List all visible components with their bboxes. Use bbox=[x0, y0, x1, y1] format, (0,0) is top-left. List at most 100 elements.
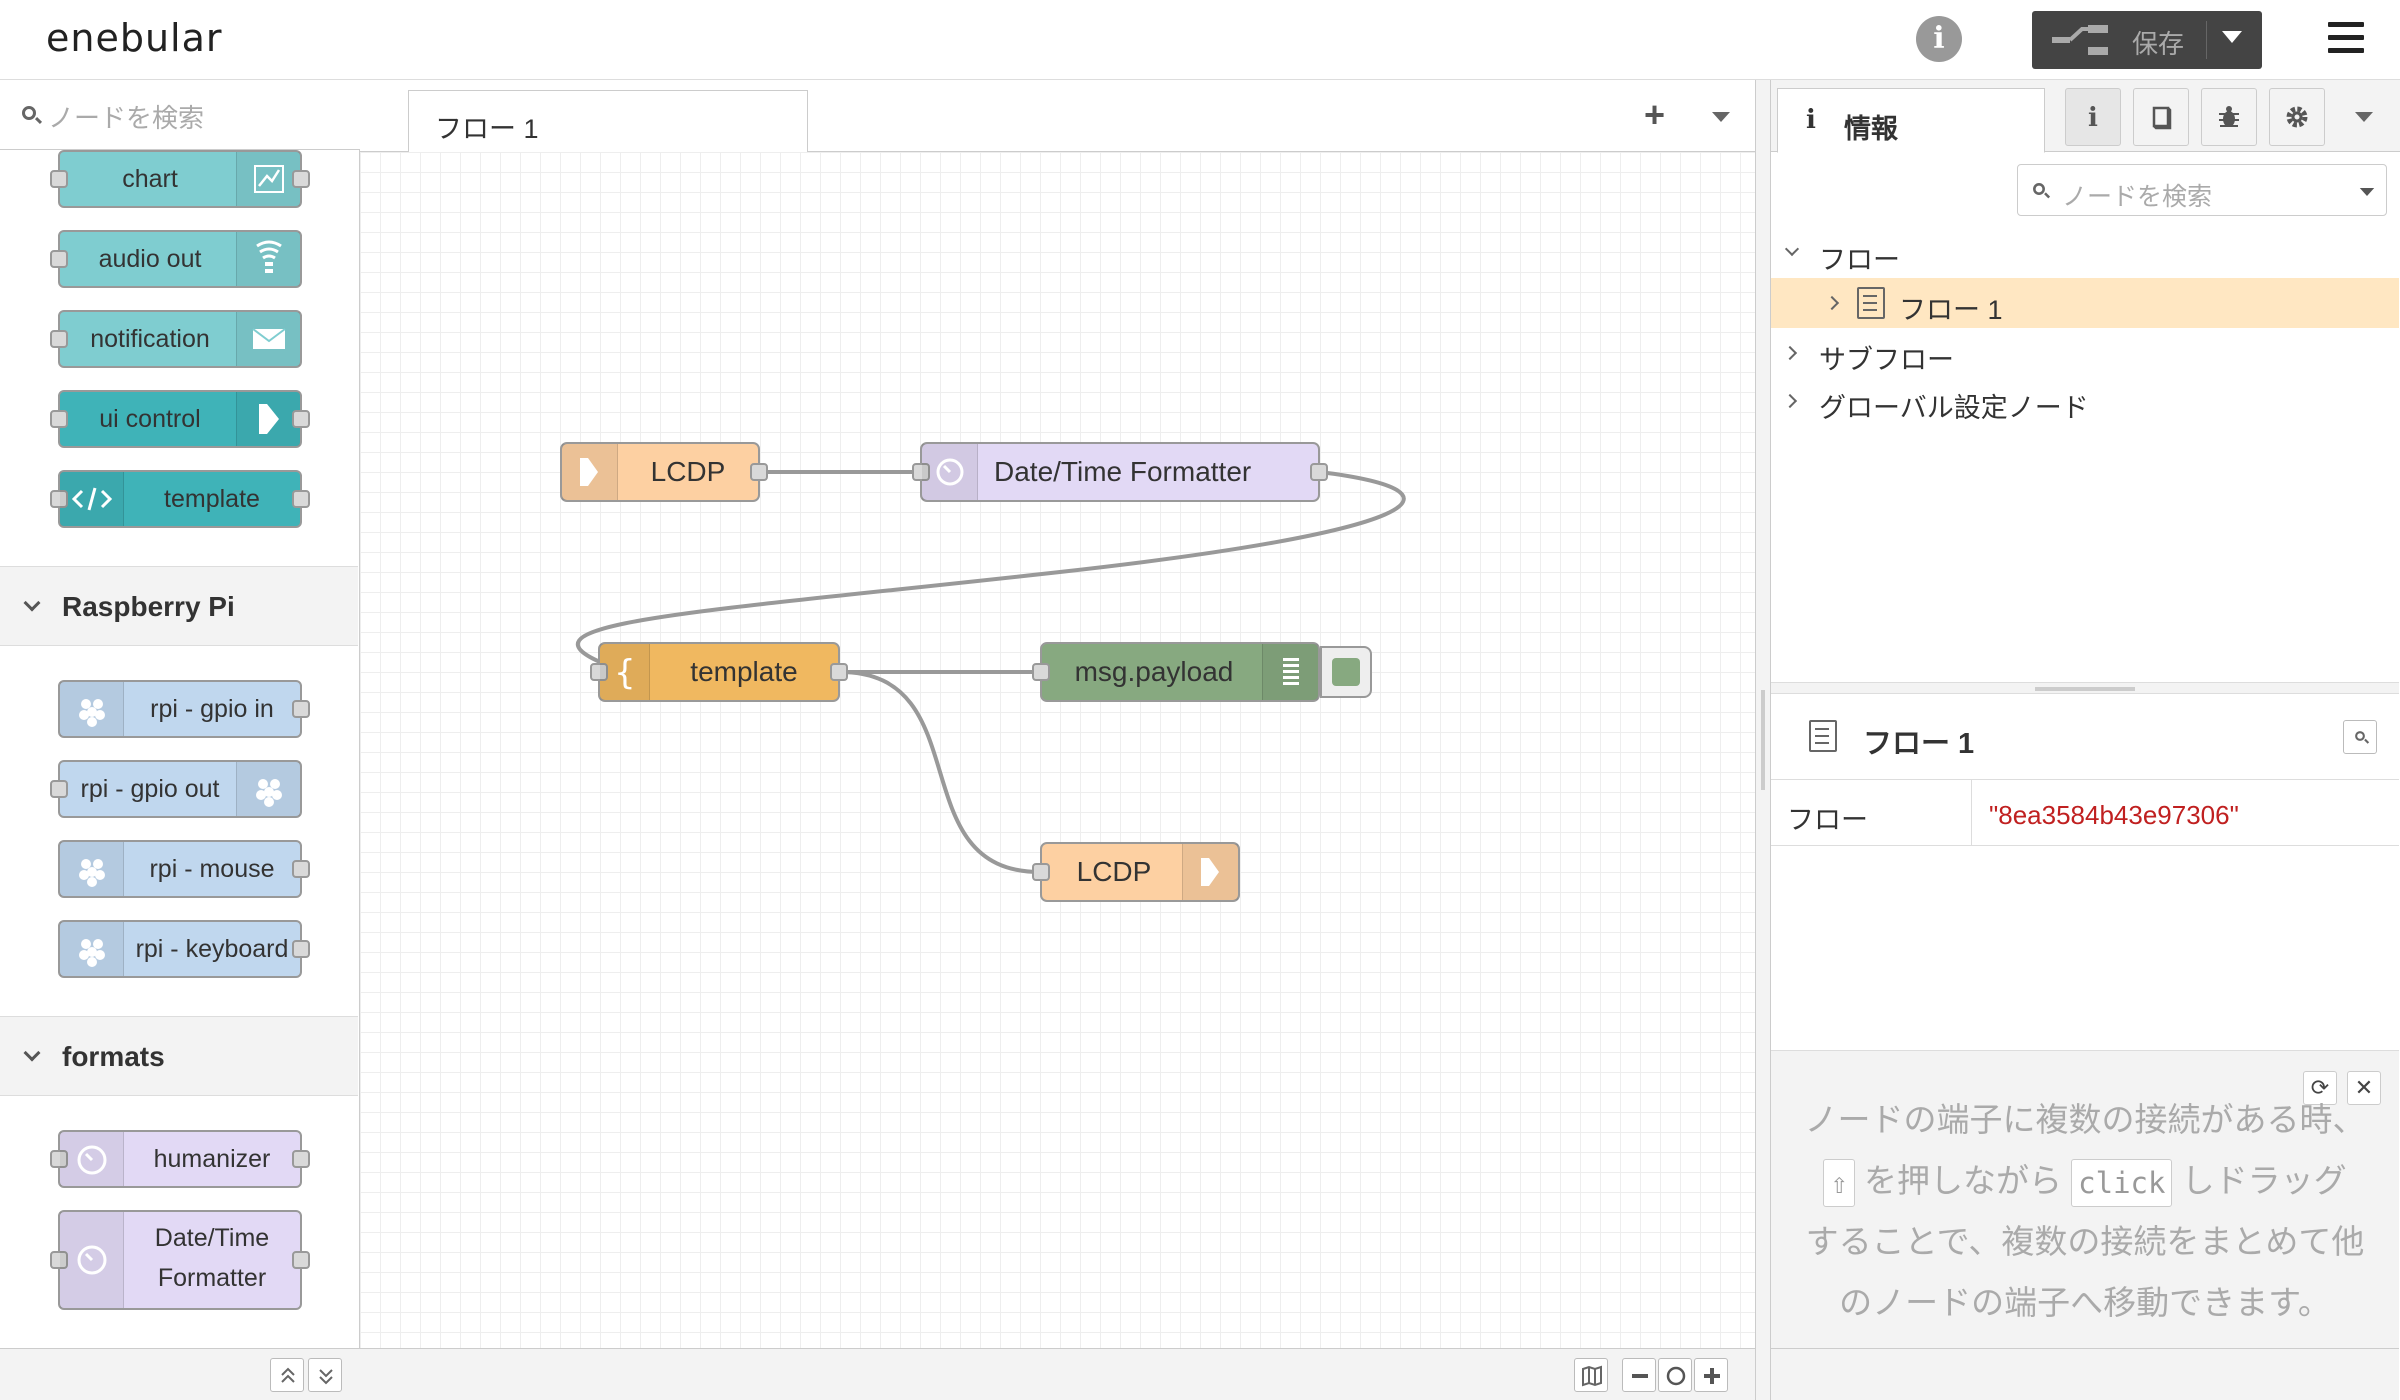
input-port[interactable] bbox=[590, 663, 608, 681]
tab-flow-1[interactable]: フロー 1 bbox=[408, 90, 808, 153]
flow-node-template[interactable]: { template bbox=[590, 642, 848, 702]
chevron-right-icon bbox=[1782, 345, 1798, 361]
tree-item-flows[interactable]: フロー bbox=[1771, 228, 2399, 278]
flow-node-lcdp-in[interactable]: LCDP bbox=[560, 442, 768, 502]
shift-key: ⇧ bbox=[1823, 1159, 1855, 1208]
tree-item-subflows[interactable]: サブフロー bbox=[1771, 328, 2399, 378]
palette-search[interactable]: ノードを検索 bbox=[0, 80, 360, 150]
sidebar-search-input[interactable]: ノードを検索 bbox=[2062, 183, 2213, 211]
zoom-out-icon[interactable] bbox=[1622, 1358, 1656, 1392]
palette-node-rpi-keyboard[interactable]: rpi - keyboard bbox=[58, 920, 310, 978]
tab-menu-icon[interactable] bbox=[1712, 112, 1730, 122]
palette-category-formats[interactable]: formats bbox=[0, 1016, 358, 1096]
map-icon[interactable] bbox=[1574, 1358, 1608, 1392]
search-options-icon[interactable] bbox=[2359, 188, 2375, 196]
flow-node-datetime-formatter[interactable]: Date/Time Formatter bbox=[912, 442, 1328, 502]
chevron-down-icon bbox=[23, 1044, 41, 1062]
output-port[interactable] bbox=[750, 463, 768, 481]
info-icon[interactable]: i bbox=[1916, 16, 1962, 62]
flow-canvas[interactable]: LCDP Date/Time Formatter { template msg.… bbox=[360, 152, 1755, 1348]
input-port[interactable] bbox=[1032, 663, 1050, 681]
sidebar-menu-icon[interactable] bbox=[2355, 112, 2373, 122]
sidebar-search[interactable]: ノードを検索 bbox=[2017, 164, 2387, 216]
deploy-icon bbox=[2052, 25, 2108, 55]
gear-icon[interactable] bbox=[2269, 88, 2325, 146]
input-port bbox=[50, 410, 68, 428]
raspberry-icon bbox=[60, 842, 124, 896]
sidebar-resize-handle[interactable] bbox=[1771, 682, 2399, 694]
audio-icon bbox=[236, 232, 300, 286]
raspberry-icon bbox=[60, 922, 124, 976]
code-icon bbox=[60, 472, 124, 526]
output-port bbox=[292, 1150, 310, 1168]
chevron-down-icon bbox=[23, 594, 41, 612]
raspberry-icon bbox=[60, 682, 124, 736]
book-icon[interactable] bbox=[2133, 88, 2189, 146]
node-palette: ノードを検索 chart audio out notification ui c… bbox=[0, 80, 360, 1400]
chevron-right-icon bbox=[1782, 393, 1798, 409]
search-icon[interactable] bbox=[2343, 720, 2377, 754]
output-port[interactable] bbox=[830, 663, 848, 681]
palette-node-chart[interactable]: chart bbox=[50, 150, 310, 208]
flow-icon bbox=[1857, 287, 1885, 319]
deploy-menu-icon[interactable] bbox=[2222, 31, 2242, 43]
hamburger-menu-icon[interactable] bbox=[2328, 22, 2364, 56]
palette-node-ui-control[interactable]: ui control bbox=[50, 390, 310, 448]
input-port[interactable] bbox=[912, 463, 930, 481]
bug-icon[interactable] bbox=[2201, 88, 2257, 146]
output-port[interactable] bbox=[1310, 463, 1328, 481]
arrow-right-icon bbox=[1182, 844, 1238, 900]
palette-node-audio-out[interactable]: audio out bbox=[50, 230, 302, 288]
refresh-icon[interactable]: ⟳ bbox=[2303, 1071, 2337, 1105]
palette-search-input[interactable]: ノードを検索 bbox=[48, 103, 205, 133]
search-icon bbox=[2033, 183, 2045, 195]
add-tab-icon[interactable]: + bbox=[1644, 94, 1666, 135]
svg-text:{: { bbox=[614, 653, 636, 693]
workspace-footer bbox=[360, 1348, 1755, 1400]
palette-node-datetime-formatter[interactable]: Date/Time Formatter bbox=[50, 1210, 310, 1310]
input-port[interactable] bbox=[1032, 863, 1050, 881]
palette-node-rpi-mouse[interactable]: rpi - mouse bbox=[58, 840, 310, 898]
deploy-label: 保存 bbox=[2132, 29, 2185, 59]
output-port bbox=[292, 490, 310, 508]
palette-node-template[interactable]: template bbox=[50, 470, 310, 528]
properties-header: フロー 1 bbox=[1771, 694, 2399, 780]
search-icon bbox=[22, 106, 36, 120]
input-port bbox=[50, 330, 68, 348]
property-row-flow-id: フロー "8ea3584b43e97306" bbox=[1771, 780, 2399, 846]
tip-text: ノードの端子に複数の接続がある時、 ⇧ を押しながら click しドラッグ す… bbox=[1804, 1101, 2366, 1321]
output-port bbox=[292, 1251, 310, 1269]
palette-node-rpi-gpio-in[interactable]: rpi - gpio in bbox=[58, 680, 310, 738]
sidebar-tabs: i 情報 i bbox=[1771, 80, 2400, 153]
palette-node-rpi-gpio-out[interactable]: rpi - gpio out bbox=[50, 760, 302, 818]
sidebar-splitter[interactable] bbox=[1755, 80, 1770, 1400]
close-icon[interactable]: ✕ bbox=[2347, 1071, 2381, 1105]
output-port bbox=[292, 410, 310, 428]
chevron-right-icon bbox=[1824, 295, 1840, 311]
header: enebular i 保存 bbox=[0, 0, 2400, 80]
tree-item-global-config[interactable]: グローバル設定ノード bbox=[1771, 376, 2399, 426]
zoom-reset-icon[interactable] bbox=[1658, 1358, 1692, 1392]
flow-node-lcdp-out[interactable]: LCDP bbox=[1032, 842, 1240, 902]
flow-node-debug-msg-payload[interactable]: msg.payload bbox=[1032, 642, 1320, 702]
input-port bbox=[50, 490, 68, 508]
collapse-all-icon[interactable] bbox=[270, 1358, 304, 1392]
palette-node-notification[interactable]: notification bbox=[50, 310, 302, 368]
arrow-right-icon bbox=[236, 392, 300, 446]
tree-item-flow-1[interactable]: フロー 1 bbox=[1771, 278, 2399, 328]
chart-icon bbox=[236, 152, 300, 206]
palette-node-humanizer[interactable]: humanizer bbox=[50, 1130, 310, 1188]
envelope-icon bbox=[236, 312, 300, 366]
timer-icon bbox=[60, 1212, 124, 1308]
zoom-in-icon[interactable] bbox=[1694, 1358, 1728, 1392]
tab-info[interactable]: i 情報 bbox=[1777, 88, 2045, 153]
deploy-button[interactable]: 保存 bbox=[2032, 11, 2262, 69]
arrow-right-icon bbox=[562, 444, 618, 500]
timer-icon bbox=[60, 1132, 124, 1186]
list-icon bbox=[1262, 644, 1318, 700]
info-tab-icon[interactable]: i bbox=[2065, 88, 2121, 146]
workspace-tabs: フロー 1 + bbox=[360, 80, 1755, 153]
expand-all-icon[interactable] bbox=[308, 1358, 342, 1392]
palette-category-raspberry-pi[interactable]: Raspberry Pi bbox=[0, 566, 358, 646]
debug-toggle-button[interactable] bbox=[1320, 646, 1372, 698]
